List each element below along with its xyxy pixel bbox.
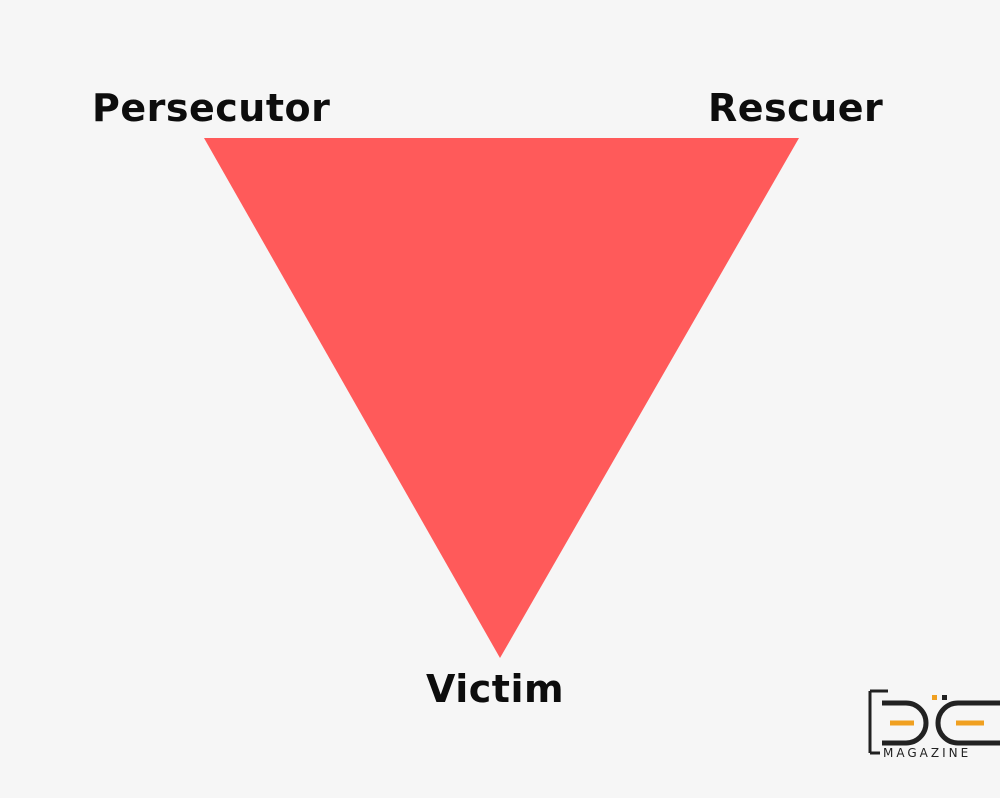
- victim-label: Victim: [426, 667, 565, 711]
- logo-wordmark: MAGAZINE: [883, 746, 972, 760]
- rescuer-label: Rescuer: [708, 86, 884, 130]
- persecutor-label: Persecutor: [92, 86, 331, 130]
- brand-logo: [868, 689, 1000, 755]
- inverted-triangle-shape: [204, 138, 799, 658]
